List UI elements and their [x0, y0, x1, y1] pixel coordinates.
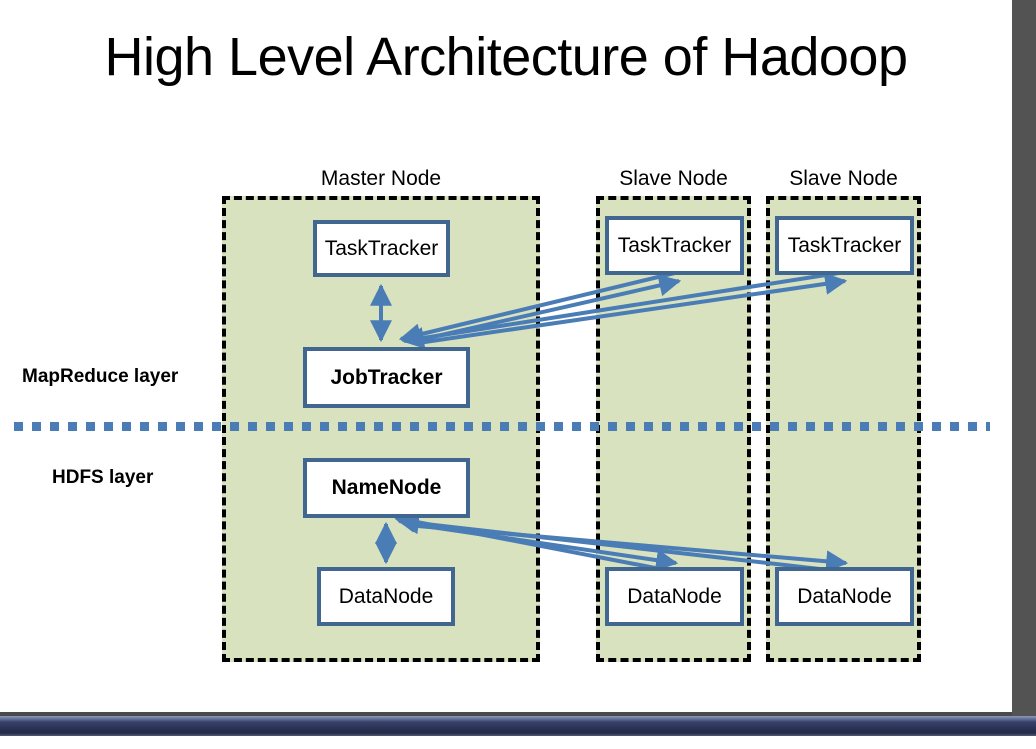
bottom-status-bar	[0, 716, 1036, 736]
column-caption-master: Master Node	[320, 167, 442, 190]
slide-bottom-edge	[0, 712, 1012, 716]
box-slave1-tasktracker[interactable]: TaskTracker	[605, 216, 744, 275]
box-master-namenode[interactable]: NameNode	[303, 458, 470, 518]
box-master-jobtracker[interactable]: JobTracker	[303, 347, 470, 408]
slide-canvas: High Level Architecture of Hadoop Master…	[14, 27, 990, 662]
layer-divider	[14, 422, 990, 431]
page-title: High Level Architecture of Hadoop	[104, 27, 909, 87]
box-slave2-tasktracker[interactable]: TaskTracker	[775, 216, 914, 275]
box-master-datanode[interactable]: DataNode	[317, 567, 455, 626]
column-caption-slave-1: Slave Node	[619, 167, 728, 190]
box-slave2-datanode[interactable]: DataNode	[775, 567, 914, 626]
box-master-tasktracker[interactable]: TaskTracker	[313, 220, 450, 277]
box-slave1-datanode[interactable]: DataNode	[605, 567, 744, 626]
bottom-foot	[0, 736, 1036, 749]
layer-label-hdfs: HDFS layer	[52, 467, 154, 488]
right-gutter	[1012, 0, 1036, 749]
layer-label-mapreduce: MapReduce layer	[22, 366, 179, 387]
column-caption-slave-2: Slave Node	[789, 167, 898, 190]
